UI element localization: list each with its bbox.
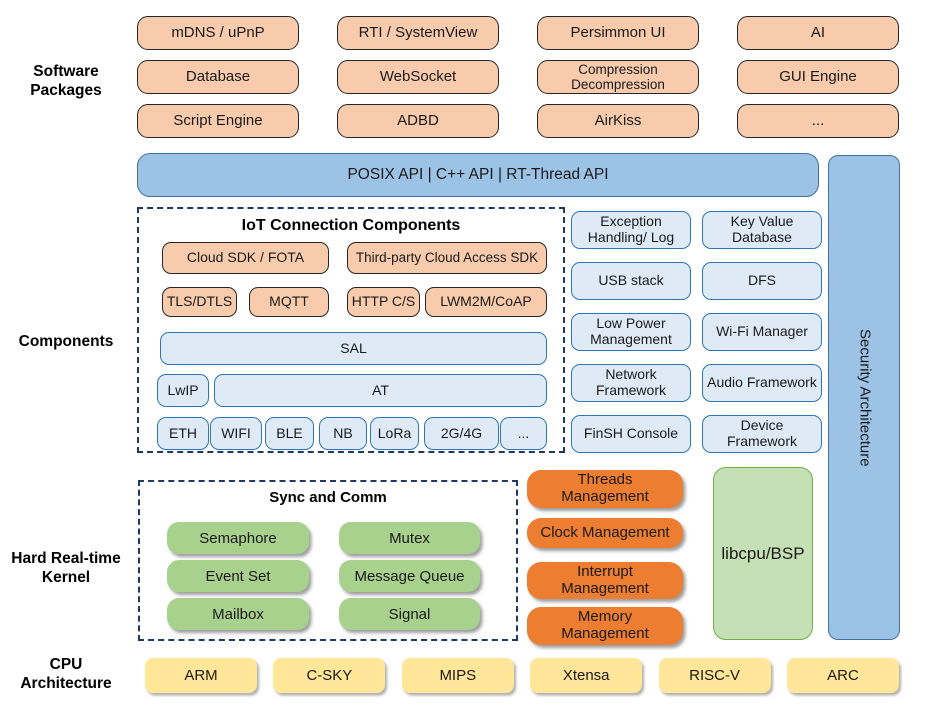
- exception-handling-log-box: Exception Handling/ Log: [571, 211, 691, 249]
- system-components-grid: Exception Handling/ Log Key Value Databa…: [571, 211, 822, 453]
- lwm2m-coap-box: LWM2M/CoAP: [425, 287, 547, 317]
- finsh-console-box: FinSH Console: [571, 415, 691, 453]
- link-box-lora: LoRa: [370, 417, 419, 450]
- usb-stack-box: USB stack: [571, 262, 691, 300]
- link-box-eth: ETH: [157, 417, 209, 450]
- link-box-nb: NB: [319, 417, 367, 450]
- section-label-components: Components: [18, 333, 114, 350]
- network-framework-box: Network Framework: [571, 364, 691, 402]
- section-label-software-packages: Software Packages: [30, 63, 102, 100]
- at-bar: AT: [214, 374, 547, 407]
- sync-and-comm-title: Sync and Comm: [269, 489, 387, 506]
- sync-and-comm-grid: Semaphore Mutex Event Set Message Queue …: [167, 522, 480, 630]
- link-box-2g4g: 2G/4G: [424, 417, 499, 450]
- wifi-manager-box: Wi-Fi Manager: [702, 313, 822, 351]
- package-box-more: ...: [737, 104, 899, 138]
- package-box-persimmon-ui: Persimmon UI: [537, 16, 699, 50]
- package-box-script-engine: Script Engine: [137, 104, 299, 138]
- package-box-adbd: ADBD: [337, 104, 499, 138]
- section-label-cpu-architecture: CPU Architecture: [20, 656, 112, 693]
- clock-management-box: Clock Management: [527, 518, 683, 548]
- sal-bar: SAL: [160, 332, 547, 365]
- cpu-box-csky: C-SKY: [273, 658, 386, 693]
- mqtt-box: MQTT: [249, 287, 329, 317]
- semaphore-box: Semaphore: [167, 522, 309, 554]
- lwip-box: LwIP: [157, 374, 209, 407]
- package-box-database: Database: [137, 60, 299, 94]
- cpu-box-riscv: RISC-V: [658, 658, 771, 693]
- package-box-websocket: WebSocket: [337, 60, 499, 94]
- cpu-architecture-row: ARM C-SKY MIPS Xtensa RISC-V ARC: [145, 658, 899, 693]
- threads-management-box: Threads Management: [527, 470, 683, 508]
- package-box-airkiss: AirKiss: [537, 104, 699, 138]
- device-framework-box: Device Framework: [702, 415, 822, 453]
- cpu-box-arc: ARC: [786, 658, 899, 693]
- security-architecture-label: Security Architecture: [856, 328, 874, 467]
- http-cs-box: HTTP C/S: [347, 287, 420, 317]
- tls-dtls-box: TLS/DTLS: [162, 287, 237, 317]
- third-party-cloud-sdk-box: Third-party Cloud Access SDK: [347, 242, 547, 274]
- package-box-gui-engine: GUI Engine: [737, 60, 899, 94]
- package-box-mdns-upnp: mDNS / uPnP: [137, 16, 299, 50]
- key-value-database-box: Key Value Database: [702, 211, 822, 249]
- cpu-box-mips: MIPS: [401, 658, 514, 693]
- libcpu-bsp-box: libcpu/BSP: [713, 467, 813, 640]
- software-packages-grid: mDNS / uPnP RTI / SystemView Persimmon U…: [137, 16, 899, 138]
- package-box-rti-systemview: RTI / SystemView: [337, 16, 499, 50]
- event-set-box: Event Set: [167, 560, 309, 592]
- cpu-box-xtensa: Xtensa: [530, 658, 643, 693]
- cloud-sdk-fota-box: Cloud SDK / FOTA: [162, 242, 329, 274]
- message-queue-box: Message Queue: [339, 560, 480, 592]
- package-box-ai: AI: [737, 16, 899, 50]
- mailbox-box: Mailbox: [167, 598, 309, 630]
- signal-box: Signal: [339, 598, 480, 630]
- audio-framework-box: Audio Framework: [702, 364, 822, 402]
- mutex-box: Mutex: [339, 522, 480, 554]
- section-label-kernel: Hard Real-time Kernel: [11, 550, 121, 587]
- package-box-compression: Compression Decompression: [537, 60, 699, 94]
- memory-management-box: Memory Management: [527, 607, 683, 645]
- cpu-box-arm: ARM: [145, 658, 257, 693]
- link-box-wifi: WIFI: [210, 417, 262, 450]
- interrupt-management-box: Interrupt Management: [527, 562, 683, 599]
- api-layer-bar: POSIX API | C++ API | RT-Thread API: [137, 153, 819, 197]
- link-box-ble: BLE: [265, 417, 314, 450]
- dfs-box: DFS: [702, 262, 822, 300]
- link-box-more: ...: [500, 417, 547, 450]
- sync-and-comm-group: Sync and Comm Semaphore Mutex Event Set …: [138, 480, 518, 641]
- security-architecture-bar: Security Architecture: [828, 155, 900, 640]
- low-power-management-box: Low Power Management: [571, 313, 691, 351]
- iot-group-title: IoT Connection Components: [241, 217, 461, 234]
- iot-connection-components-group: IoT Connection Components Cloud SDK / FO…: [137, 207, 565, 453]
